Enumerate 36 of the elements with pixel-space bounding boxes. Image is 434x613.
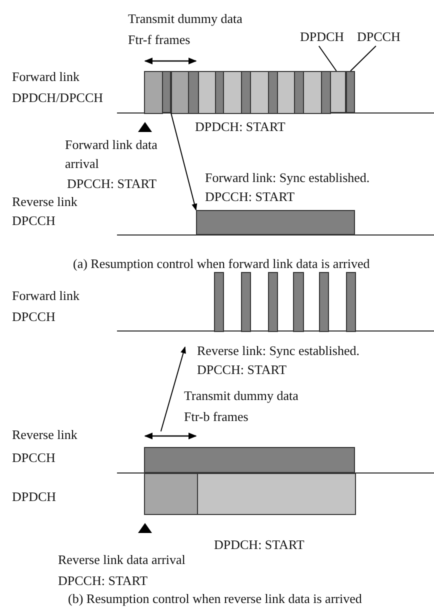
arrow [160,346,186,432]
frame-block [196,210,355,235]
caption: (b) Resumption control when reverse link data is arrived [68,590,362,608]
annotation-text: DPCCH: START [197,361,287,379]
annotation-text: DPCCH [12,212,56,230]
frame-block [330,71,346,113]
leader-line [318,46,337,72]
annotation-text: Transmit dummy data [128,10,242,28]
arrow [170,112,198,211]
channel-label: DPCCH [357,28,400,46]
channel-label: DPDCH [300,28,344,46]
annotation-text: Reverse link: Sync established. [197,342,360,360]
annotation-text: Forward link data arrival [65,136,158,173]
annotation-text: DPDCH [12,488,56,506]
annotation-text: Reverse link [12,193,78,211]
frame-block [162,71,171,113]
annotation-text: DPCCH [12,308,56,326]
annotation-text: Reverse link [12,426,78,444]
annotation-text: Reverse link data arrival [58,551,186,569]
annotation-text: Transmit dummy data [184,387,298,405]
annotation-text: DPCCH [12,449,56,467]
annotation-text: Ftr-f frames [128,31,190,49]
annotation-text: Forward link [12,287,80,305]
annotation-text: DPDCH: START [195,118,286,136]
leader-line [350,46,376,72]
annotation-text: Ftr-b frames [184,408,248,426]
frame-block [144,447,355,473]
annotation-text: Forward link: Sync established. [205,169,370,187]
annotation-text: DPCCH: START [58,572,148,590]
caption: (a) Resumption control when forward link data is arrived [73,255,370,273]
annotation-text: DPCCH: START [205,188,295,206]
frame-block [346,71,355,113]
annotation-text: DPDCH/DPCCH [12,89,104,107]
annotation-text: Forward link [12,68,80,86]
annotation-text: DPCCH: START [67,175,157,193]
annotation-text: DPDCH: START [214,536,304,554]
